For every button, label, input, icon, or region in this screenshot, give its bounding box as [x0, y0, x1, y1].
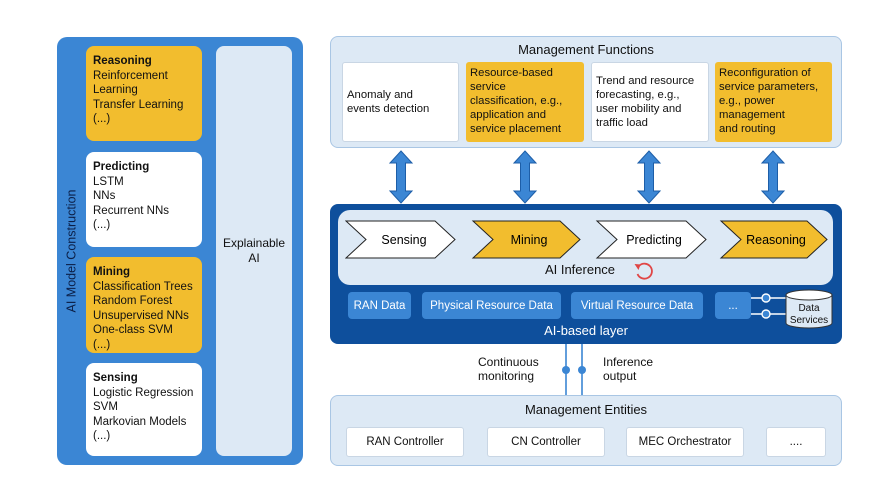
database-cylinder-icon [785, 289, 833, 329]
mf-anomaly-detection: Anomaly and events detection [342, 62, 459, 142]
card-reasoning-title: Reasoning [93, 55, 152, 67]
ai-model-construction-label: AI Model Construction [64, 189, 79, 313]
card-predicting-line: NNs [93, 190, 116, 202]
mf-text-line: events detection [347, 103, 430, 115]
double-arrow-icon [513, 150, 537, 204]
card-mining-line: One-class SVM [93, 324, 173, 336]
mf-text-line: Reconfiguration of [719, 67, 811, 79]
stage-predicting-label: Predicting [626, 233, 682, 247]
more-entities-box: .... [766, 427, 826, 457]
ai-inference-label: AI Inference [544, 262, 616, 277]
cn-controller-box: CN Controller [487, 427, 605, 457]
monitoring-text-line: output [603, 369, 637, 383]
card-reasoning: Reasoning Reinforcement Learning Transfe… [86, 46, 202, 141]
mf-text-line: user mobility and [596, 103, 682, 115]
mf-trend-forecasting: Trend and resource forecasting, e.g., us… [591, 62, 709, 142]
mf-text-line: service placement [470, 123, 562, 135]
mf-text-line: traffic load [596, 117, 648, 129]
mf-text-line: Resource-based [470, 67, 553, 79]
data-services-group: Data Services [751, 289, 833, 329]
card-reasoning-line: Transfer Learning [93, 98, 184, 111]
connector-node-icon [562, 366, 570, 374]
virtual-resource-data-chip: Virtual Resource Data [571, 292, 703, 319]
double-arrow-icon [637, 150, 661, 204]
stage-sensing-chevron [345, 220, 456, 259]
management-functions-title: Management Functions [518, 42, 654, 57]
mf-text-line: e.g., power [719, 95, 775, 107]
management-entities-title: Management Entities [524, 402, 648, 417]
card-reasoning-line: Reinforcement [93, 69, 168, 82]
more-data-chip: ... [715, 292, 751, 319]
card-mining-title: Mining [93, 266, 131, 278]
stage-mining-label: Mining [511, 233, 548, 247]
mf-text-line: service [470, 81, 506, 93]
card-reasoning-line: (...) [93, 113, 111, 125]
connector-node-icon [761, 309, 771, 319]
explainable-ai-line: Explainable [222, 236, 286, 250]
mec-orchestrator-box: MEC Orchestrator [626, 427, 744, 457]
refresh-cycle-icon [634, 262, 653, 280]
card-sensing-line: Markovian Models [93, 415, 187, 428]
mf-reconfiguration: Reconfiguration of service parameters, e… [715, 62, 832, 142]
monitoring-text-line: monitoring [478, 369, 535, 383]
stage-sensing-label: Sensing [381, 233, 426, 247]
mf-text-line: Anomaly and [347, 89, 413, 101]
explainable-ai-line: AI [248, 251, 260, 265]
card-mining-line: (...) [93, 338, 111, 351]
monitoring-connectors [562, 344, 586, 395]
stage-reasoning-chevron [719, 220, 828, 259]
card-predicting-line: LSTM [93, 175, 124, 188]
physical-resource-data-chip: Physical Resource Data [422, 292, 561, 319]
explainable-ai-box: Explainable AI [216, 46, 292, 456]
card-predicting-line: (...) [93, 219, 111, 231]
stage-mining-chevron [471, 220, 581, 259]
ai-model-construction-title: AI Model Construction [59, 37, 83, 465]
double-arrows [389, 150, 785, 204]
mf-text-line: service parameters, [719, 81, 819, 93]
card-sensing-title: Sensing [93, 372, 138, 384]
ran-controller-box: RAN Controller [346, 427, 464, 457]
card-predicting: Predicting LSTM NNs Recurrent NNs (...) [86, 152, 202, 247]
card-mining-line: Random Forest [93, 295, 173, 307]
double-arrow-icon [761, 150, 785, 204]
connector-node-icon [578, 366, 586, 374]
inference-output-label: Inference output [603, 355, 673, 383]
card-sensing-line: Logistic Regression [93, 386, 194, 399]
mf-text-line: forecasting, e.g., [596, 89, 680, 101]
card-sensing: Sensing Logistic Regression SVM Markovia… [86, 363, 202, 456]
card-sensing-line: SVM [93, 401, 118, 413]
card-predicting-title: Predicting [93, 161, 150, 173]
stage-predicting-chevron [595, 220, 707, 259]
card-reasoning-line: Learning [93, 84, 138, 96]
card-sensing-line: (...) [93, 430, 111, 442]
mf-text-line: classification, e.g., [470, 95, 563, 107]
connector-node-icon [761, 293, 771, 303]
double-arrow-icon [389, 150, 413, 204]
stage-reasoning-label: Reasoning [746, 233, 806, 247]
mf-text-line: application and [470, 109, 547, 121]
ai-based-layer-label: AI-based layer [544, 323, 628, 338]
card-mining-line: Unsupervised NNs [93, 309, 189, 322]
mf-text-line: Trend and resource [596, 75, 695, 87]
card-mining: Mining Classification Trees Random Fores… [86, 257, 202, 353]
mf-text-line: and routing [719, 123, 776, 135]
continuous-monitoring-label: Continuous monitoring [478, 355, 554, 383]
monitoring-text-line: Continuous [478, 355, 539, 369]
mf-text-line: management [719, 109, 785, 121]
card-mining-line: Classification Trees [93, 280, 193, 293]
card-predicting-line: Recurrent NNs [93, 204, 170, 217]
inference-pipeline: Sensing Mining Predicting Reasoning [345, 220, 828, 259]
data-services-line: Services [790, 315, 828, 326]
mf-service-classification: Resource-based service classification, e… [466, 62, 584, 142]
ran-data-chip: RAN Data [348, 292, 411, 319]
data-services-line: Data [798, 303, 820, 314]
monitoring-text-line: Inference [603, 355, 654, 369]
